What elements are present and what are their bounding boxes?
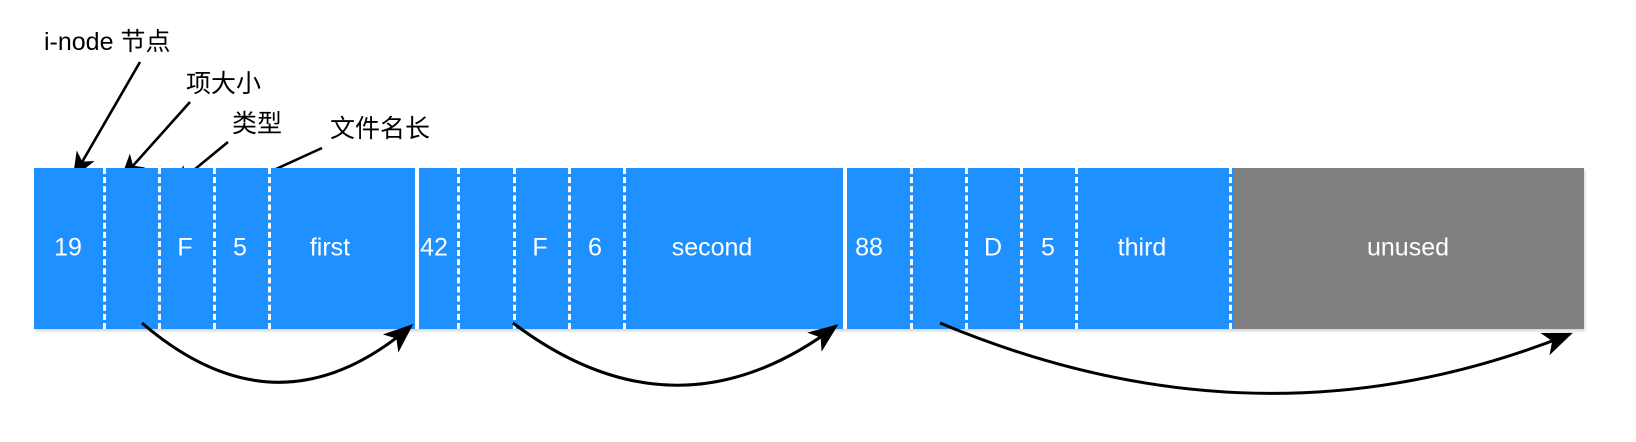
callout-label-inode: i-node 节点 xyxy=(44,28,171,56)
entry-2-link-arrow xyxy=(512,321,839,387)
entry-1-field-sep-1 xyxy=(103,168,106,329)
entry-1-name-value: first xyxy=(309,233,351,262)
entry-1-field-sep-4 xyxy=(268,168,271,329)
entry-3-region xyxy=(845,168,1233,329)
callout-label-type: 类型 xyxy=(232,110,283,138)
entry-separator-2 xyxy=(843,168,847,329)
entry-2-type-value: F xyxy=(532,233,548,262)
entry-3-type-value: D xyxy=(983,233,1003,262)
entry-1-namelen-value: 5 xyxy=(233,233,247,262)
entry-2-region xyxy=(417,168,845,329)
entry-2-field-sep-3 xyxy=(568,168,571,329)
callout-arrow-inode xyxy=(72,61,142,179)
entry-3-name-value: third xyxy=(1117,233,1167,262)
entry-2-inode-value: 42 xyxy=(420,233,448,262)
entry-1-field-sep-2 xyxy=(158,168,161,329)
entry-1-region xyxy=(34,168,417,329)
entry-1-field-sep-3 xyxy=(213,168,216,329)
unused-label: unused xyxy=(1366,233,1450,262)
callout-arrow-entry-size xyxy=(120,101,191,180)
entry-3-field-sep-3 xyxy=(1020,168,1023,329)
entry-1-link-arrow xyxy=(141,321,414,384)
entry-1-inode-value: 19 xyxy=(54,233,82,262)
entry-separator-1 xyxy=(415,168,419,329)
unused-region xyxy=(1233,168,1584,329)
entry-2-field-sep-2 xyxy=(513,168,516,329)
entry-2-name-value: second xyxy=(671,233,753,262)
entry-3-link-arrow xyxy=(939,321,1573,395)
entry-1-type-value: F xyxy=(177,233,193,262)
callout-label-entry-size: 项大小 xyxy=(186,70,262,98)
directory-block-bar: 19 F 5 first 42 F 6 second 88 D 5 third … xyxy=(34,168,1584,329)
entry-3-inode-value: 88 xyxy=(855,233,883,262)
callout-label-name-length: 文件名长 xyxy=(330,115,431,143)
entry-2-namelen-value: 6 xyxy=(588,233,602,262)
entry-3-field-sep-1 xyxy=(910,168,913,329)
entry-3-field-sep-2 xyxy=(965,168,968,329)
entry-3-field-sep-5 xyxy=(1229,168,1232,329)
entry-3-namelen-value: 5 xyxy=(1041,233,1055,262)
entry-3-field-sep-4 xyxy=(1075,168,1078,329)
entry-2-field-sep-4 xyxy=(623,168,626,329)
entry-2-field-sep-1 xyxy=(457,168,460,329)
